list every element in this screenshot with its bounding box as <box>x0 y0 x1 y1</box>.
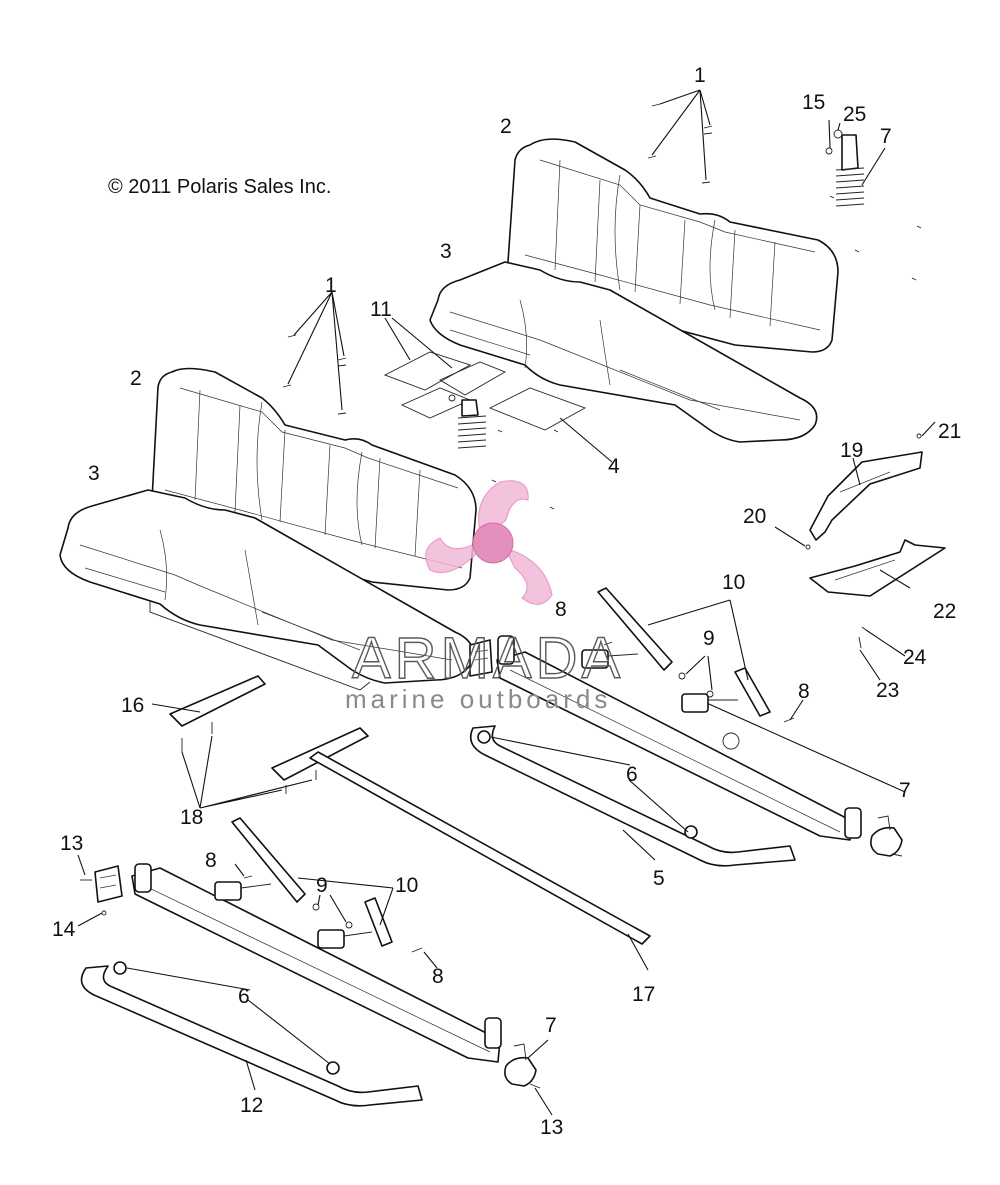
callout-19: 19 <box>840 439 863 462</box>
callout-20: 20 <box>743 505 766 528</box>
callout-8b: 8 <box>798 680 810 703</box>
front-seat-cushion <box>59 489 474 691</box>
callout-11: 11 <box>370 298 392 321</box>
callout-9b: 9 <box>316 874 328 897</box>
callout-12: 12 <box>240 1094 263 1117</box>
callout-7b: 7 <box>899 779 911 802</box>
callout-3b: 3 <box>88 462 100 485</box>
callout-3a: 3 <box>440 240 452 263</box>
callout-21: 21 <box>938 420 961 443</box>
callout-16: 16 <box>121 694 144 717</box>
propeller-logo <box>425 480 553 605</box>
bracket-19 <box>774 421 936 550</box>
callout-15: 15 <box>802 91 825 114</box>
callout-5: 5 <box>653 867 665 890</box>
callout-23: 23 <box>876 679 899 702</box>
callout-6a: 6 <box>626 763 638 786</box>
watermark-brand: ARMADA <box>352 626 624 691</box>
callout-2b: 2 <box>130 367 142 390</box>
callout-1a: 1 <box>694 64 706 87</box>
callout-14: 14 <box>52 918 76 941</box>
label-pads <box>383 317 613 463</box>
callout-22: 22 <box>933 600 956 623</box>
hinge-plates <box>151 675 369 809</box>
callout-1b: 1 <box>325 274 337 297</box>
callout-8a: 8 <box>555 598 567 621</box>
callout-8d: 8 <box>432 965 444 988</box>
front-frame <box>80 863 502 1107</box>
rear-seat-cushion <box>429 261 818 443</box>
studs-front <box>282 291 347 415</box>
front-latch-right <box>504 1039 553 1116</box>
rear-frame <box>469 635 862 867</box>
rear-latch-right <box>699 699 906 857</box>
callout-4: 4 <box>608 455 620 478</box>
callout-17: 17 <box>632 983 655 1006</box>
watermark: ARMADA marine outboards <box>345 480 624 714</box>
callout-13a: 13 <box>60 832 83 855</box>
copyright-text: © 2011 Polaris Sales Inc. <box>108 176 331 198</box>
bracket-22 <box>809 539 946 597</box>
callout-10b: 10 <box>395 874 418 897</box>
watermark-tagline: marine outboards <box>345 684 611 714</box>
callout-6b: 6 <box>238 985 250 1008</box>
callout-18: 18 <box>180 806 203 829</box>
callout-8c: 8 <box>205 849 217 872</box>
front-seatbelts <box>214 817 438 969</box>
studs-rear <box>647 89 713 184</box>
callout-25: 25 <box>843 103 866 126</box>
callout-2a: 2 <box>500 115 512 138</box>
front-latch-left <box>77 854 123 927</box>
callout-numbers: 1 1 2 2 3 3 4 5 6 6 7 7 7 8 8 8 8 9 9 10… <box>52 64 961 1139</box>
callout-24: 24 <box>903 646 927 669</box>
callout-7c: 7 <box>545 1014 557 1037</box>
callout-13b: 13 <box>540 1116 563 1139</box>
hinge-spring-middle <box>448 394 559 510</box>
callout-9a: 9 <box>703 627 715 650</box>
cross-tube <box>309 751 651 971</box>
callout-10a: 10 <box>722 571 745 594</box>
rear-seatbelts <box>581 587 804 723</box>
rear-latch-left <box>469 639 493 677</box>
callout-7a: 7 <box>880 125 892 148</box>
hinge-spring-upper <box>825 129 865 207</box>
